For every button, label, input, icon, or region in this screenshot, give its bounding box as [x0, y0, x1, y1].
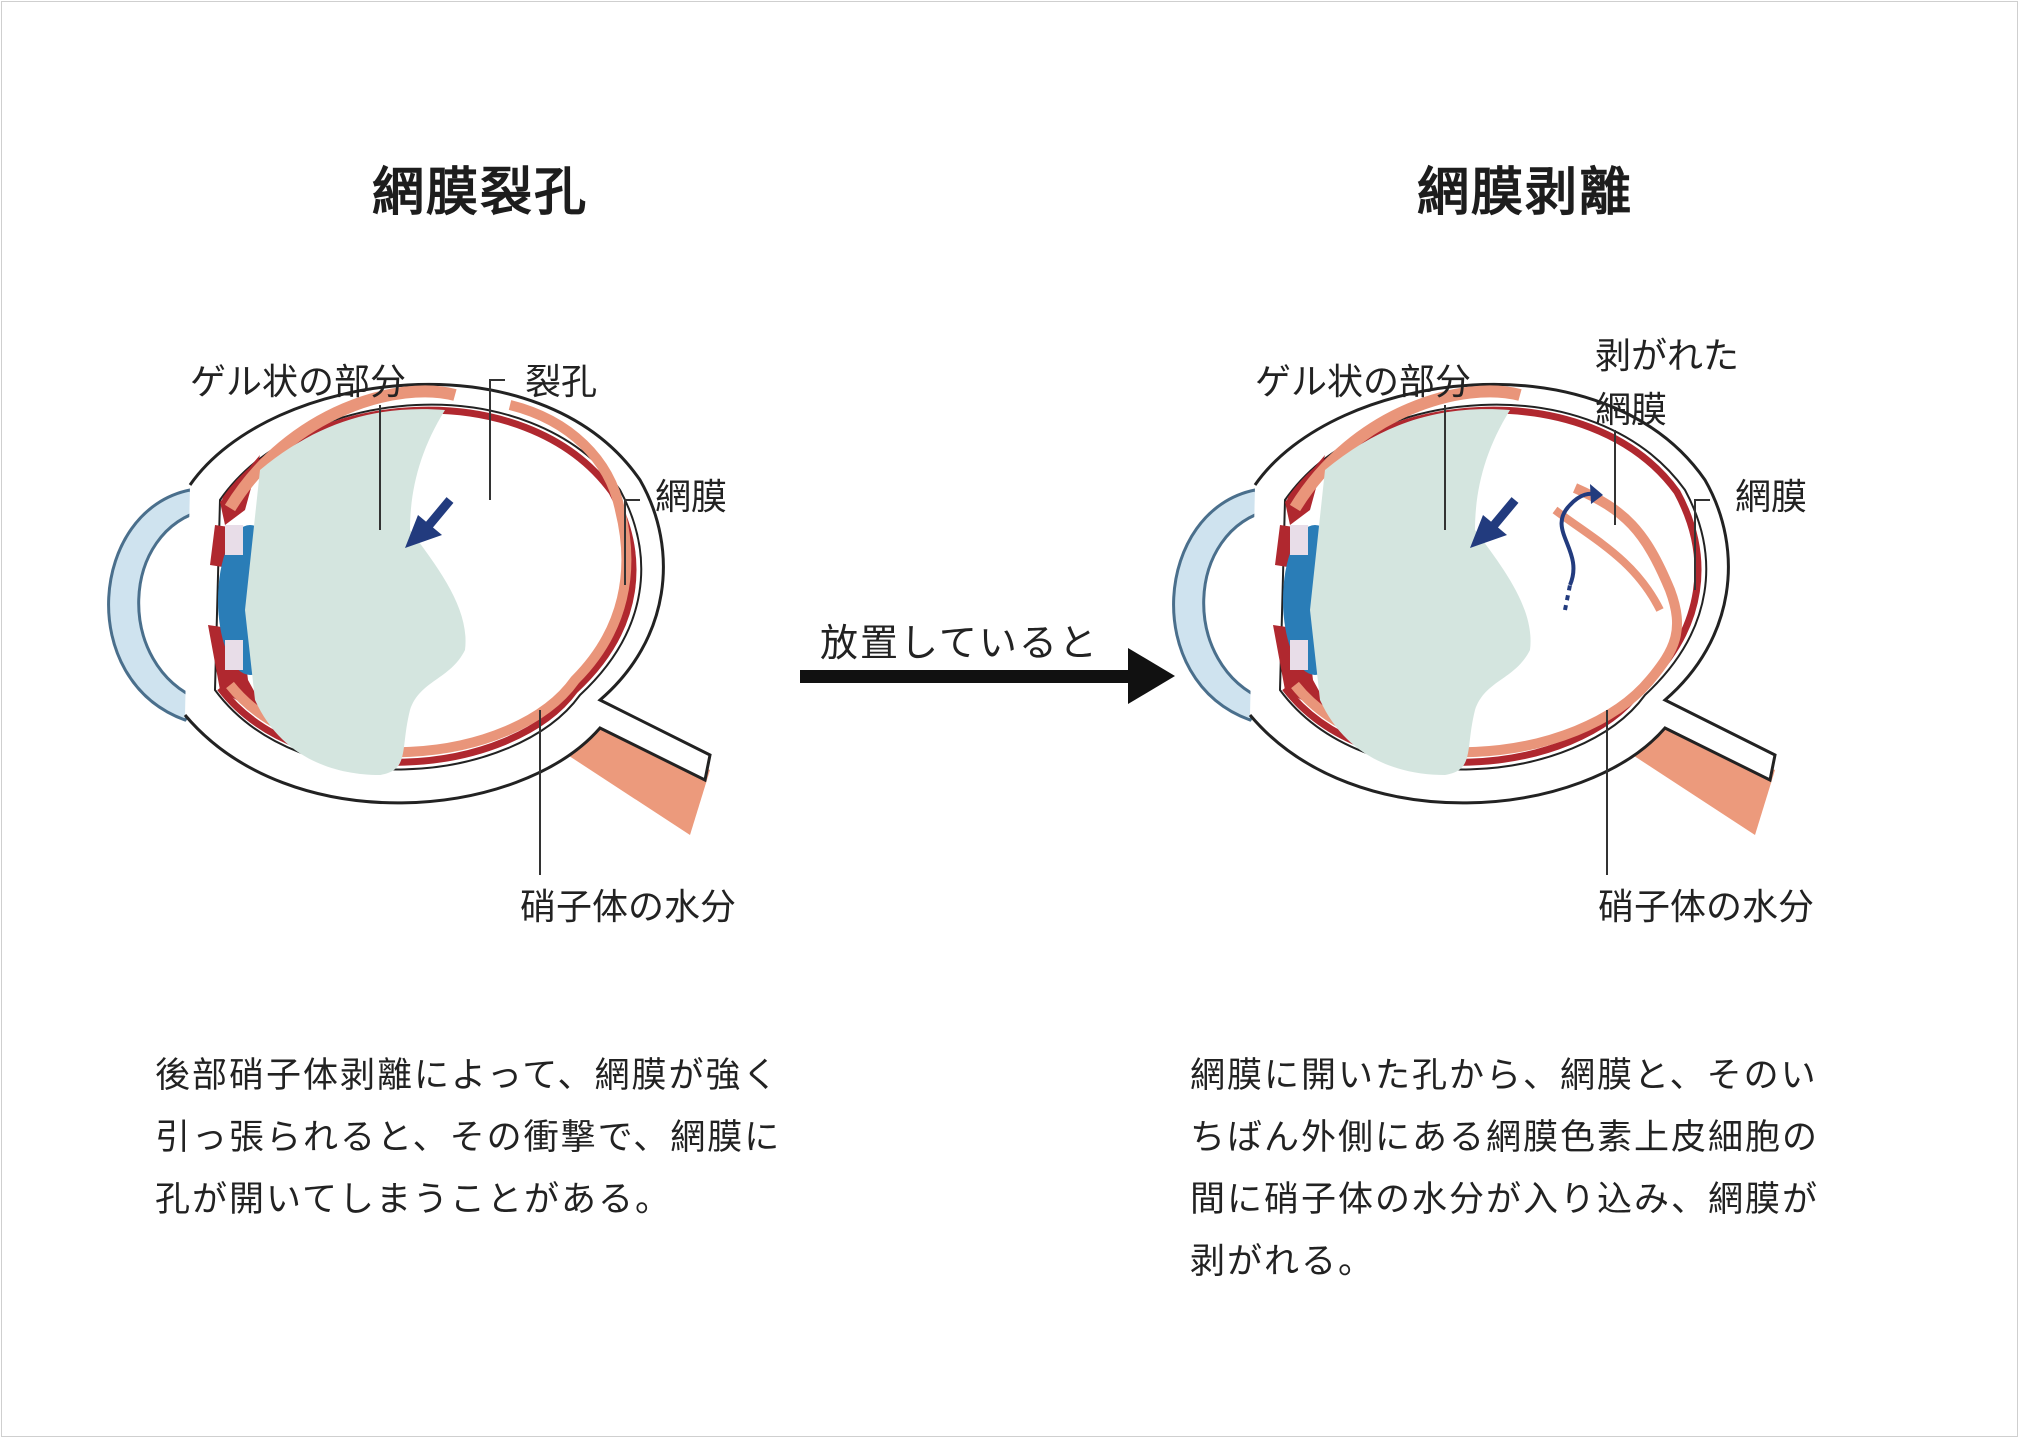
label-retina-right: 網膜	[1735, 477, 1808, 518]
label-peeled-retina: 剥がれた 網膜	[1595, 330, 1739, 438]
caption-right-line: ちばん外側にある網膜色素上皮細胞の	[1190, 1118, 1820, 1158]
gel-shrink-arrow	[405, 497, 454, 548]
label-water-left: 硝子体の水分	[520, 887, 737, 928]
label-hole: 裂孔	[525, 362, 598, 403]
label-gel-left: ゲル状の部分	[190, 362, 407, 403]
fluid-flow-arrow	[1559, 484, 1603, 611]
label-water-right: 硝子体の水分	[1598, 887, 1815, 928]
progression-arrow	[800, 648, 1175, 704]
label-peeled-line1: 剥がれた	[1595, 336, 1740, 377]
caption-right-line: 間に硝子体の水分が入り込み、網膜が	[1190, 1180, 1820, 1220]
title-retinal-detachment: 網膜剥離	[1416, 163, 1633, 223]
label-gel-right: ゲル状の部分	[1255, 362, 1472, 403]
leader-lines-right	[1444, 405, 1710, 875]
gel-shrink-arrow-right	[1470, 497, 1519, 548]
caption-left-line: 引っ張られると、その衝撃で、網膜に	[155, 1118, 782, 1158]
caption-left: 後部硝子体剥離によって、網膜が強く 引っ張られると、その衝撃で、網膜に 孔が開い…	[155, 1045, 855, 1231]
left-eye	[109, 384, 710, 835]
label-retina-left: 網膜	[655, 477, 728, 518]
caption-right-line: 網膜に開いた孔から、網膜と、そのい	[1190, 1056, 1818, 1096]
caption-left-line: 後部硝子体剥離によって、網膜が強く	[155, 1056, 780, 1096]
leader-lines-left	[379, 379, 640, 875]
caption-right: 網膜に開いた孔から、網膜と、そのい ちばん外側にある網膜色素上皮細胞の 間に硝子…	[1190, 1045, 1910, 1293]
title-retinal-tear: 網膜裂孔	[371, 163, 588, 223]
label-peeled-line2: 網膜	[1595, 390, 1668, 431]
right-eye	[1174, 384, 1775, 835]
caption-right-line: 剥がれる。	[1190, 1242, 1376, 1282]
arrow-label: 放置していると	[820, 621, 1099, 665]
caption-left-line: 孔が開いてしまうことがある。	[155, 1180, 672, 1220]
